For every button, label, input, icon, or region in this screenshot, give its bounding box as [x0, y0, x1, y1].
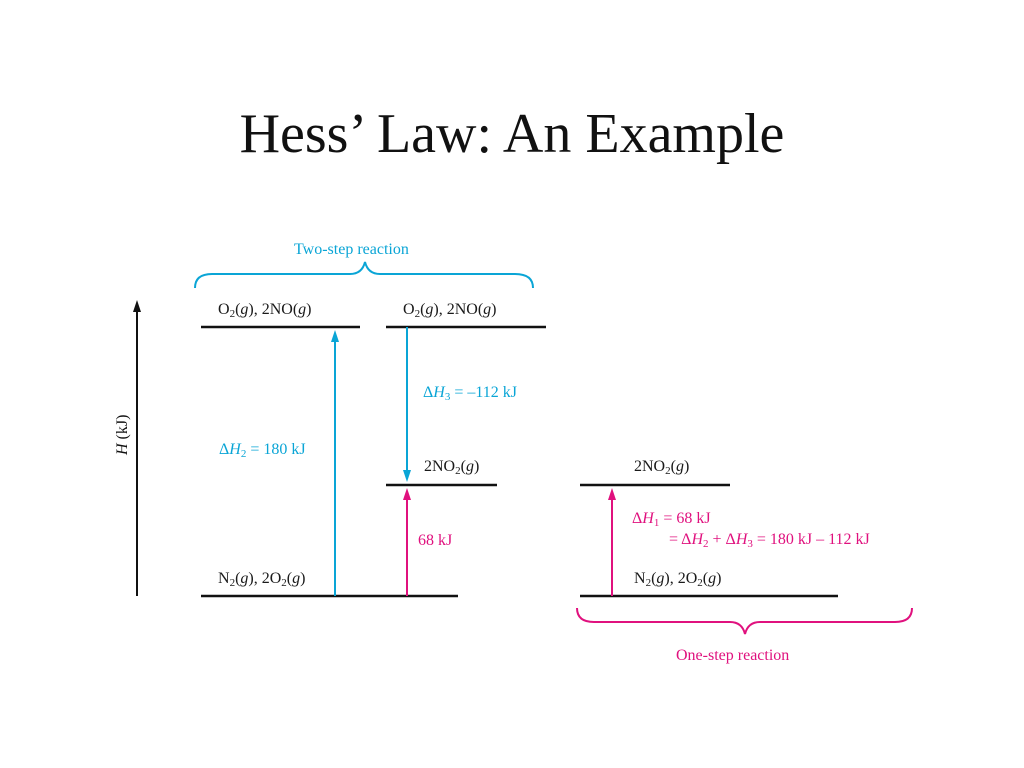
one-step-bracket — [576, 607, 913, 635]
slide-title: Hess’ Law: An Example — [239, 103, 785, 165]
label-dh1-sum: = ΔH2 + ΔH3 = 180 kJ – 112 kJ — [669, 531, 870, 550]
arrow-dh2-head — [331, 330, 339, 342]
label-o2-2no-left: O2(g), 2NO(g) — [218, 301, 312, 320]
label-dh2: ΔH2 = 180 kJ — [219, 441, 306, 460]
axis-label: H (kJ) — [114, 414, 131, 455]
label-dh1: ΔH1 = 68 kJ — [632, 510, 711, 529]
enthalpy-axis-arrowhead — [133, 300, 141, 312]
two-step-bracket — [194, 261, 534, 289]
arrow-dh1-head — [608, 488, 616, 500]
one-step-label: One-step reaction — [676, 647, 790, 664]
label-no2-right: 2NO2(g) — [634, 458, 690, 477]
two-step-label: Two-step reaction — [294, 241, 409, 258]
arrow-dh3-head — [403, 470, 411, 482]
label-o2-2no-mid: O2(g), 2NO(g) — [403, 301, 497, 320]
label-mid-68: 68 kJ — [418, 532, 453, 549]
label-n2-2o2-right: N2(g), 2O2(g) — [634, 570, 722, 589]
arrow-mid-68-head — [403, 488, 411, 500]
label-no2-mid: 2NO2(g) — [424, 458, 480, 477]
label-n2-2o2-left: N2(g), 2O2(g) — [218, 570, 306, 589]
label-dh3: ΔH3 = –112 kJ — [423, 384, 518, 403]
